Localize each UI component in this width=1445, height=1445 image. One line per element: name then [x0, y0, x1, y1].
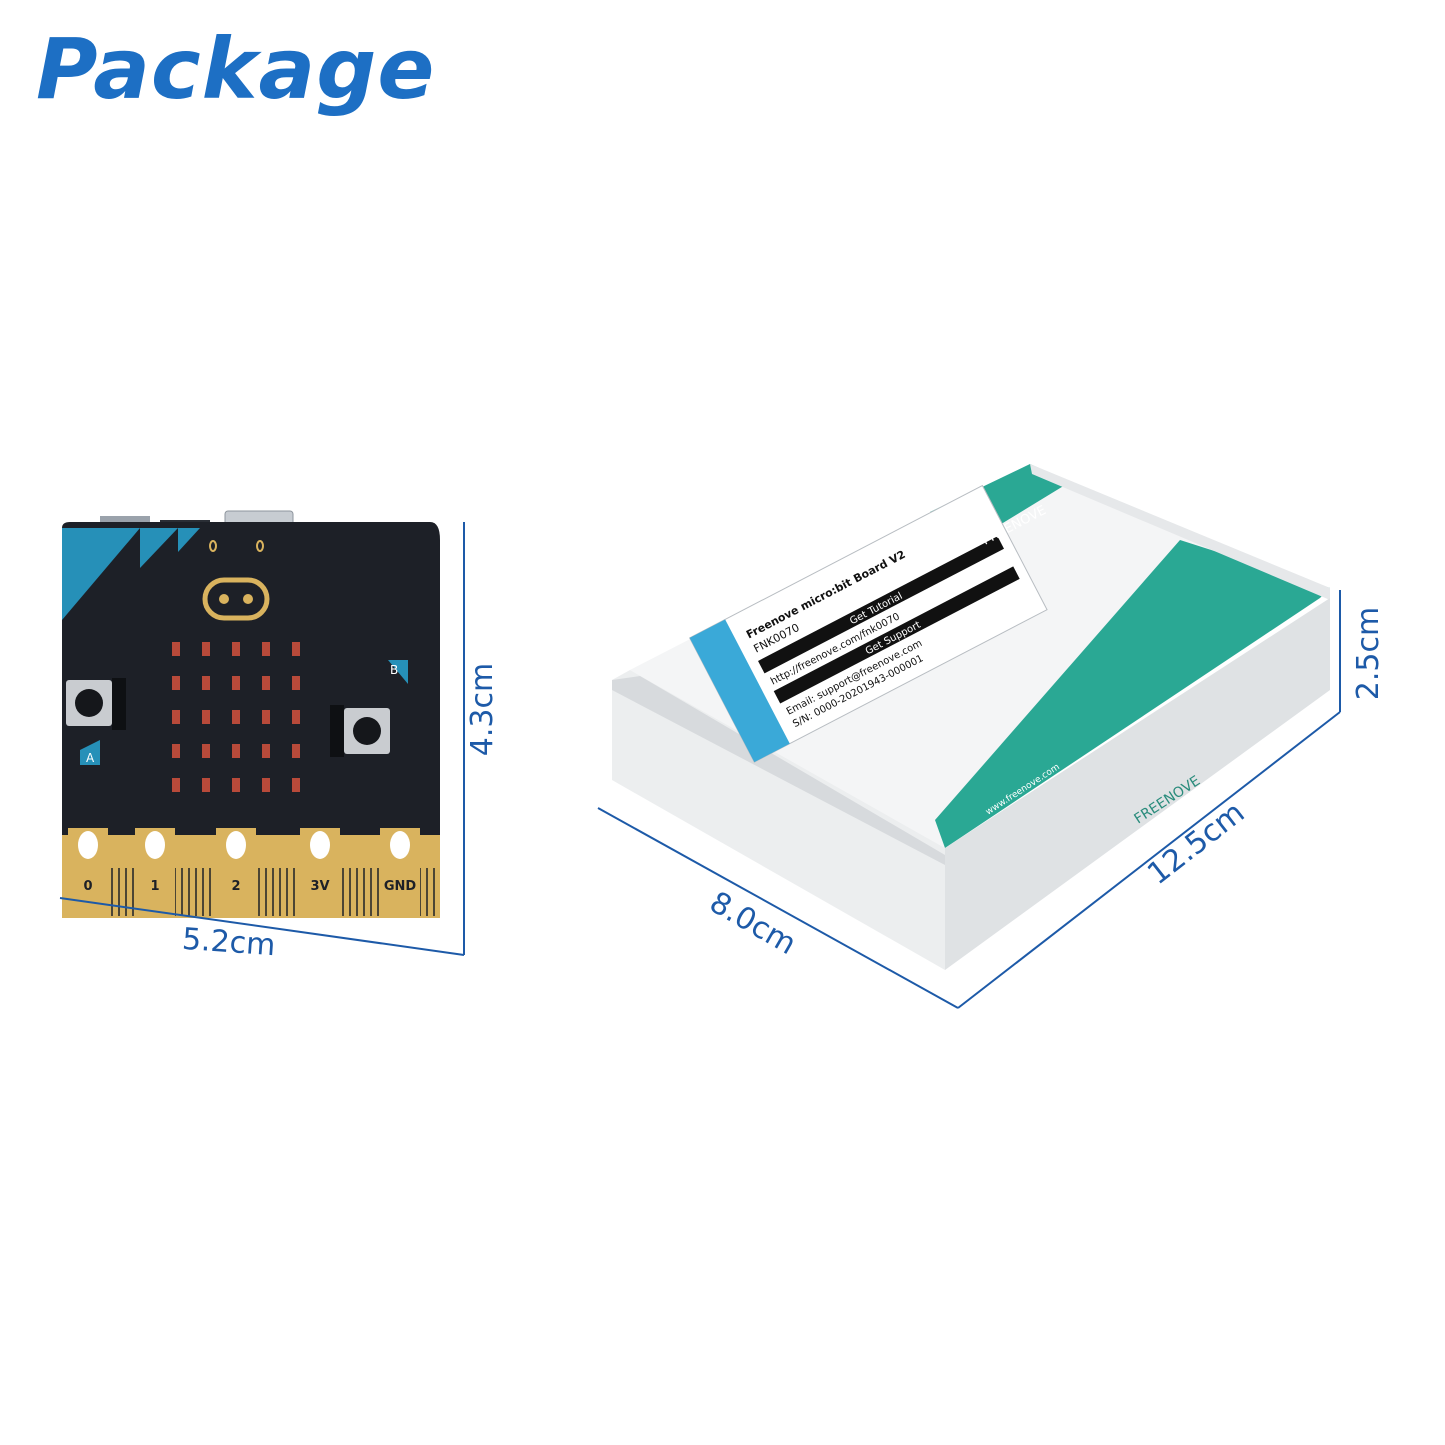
box-dimension-lines — [597, 590, 1341, 1009]
led — [292, 778, 300, 792]
pin-hole — [78, 831, 98, 859]
pin-label: 3V — [310, 879, 329, 894]
button-b-label: B — [390, 663, 398, 677]
pin-hole — [226, 831, 246, 859]
pin-label: 1 — [150, 879, 159, 894]
led — [262, 744, 270, 758]
led — [262, 676, 270, 690]
led — [172, 710, 180, 724]
led — [202, 642, 210, 656]
box-height-label: 2.5cm — [1351, 606, 1387, 701]
pin-hole — [390, 831, 410, 859]
pin-hole — [145, 831, 165, 859]
led — [232, 676, 240, 690]
led — [172, 778, 180, 792]
led — [292, 710, 300, 724]
led — [262, 642, 270, 656]
led — [202, 710, 210, 724]
led — [232, 642, 240, 656]
led — [202, 676, 210, 690]
led — [172, 642, 180, 656]
led — [262, 778, 270, 792]
led — [292, 642, 300, 656]
microbit-board: A B 0 1 2 3V GND — [62, 510, 440, 918]
led — [202, 778, 210, 792]
pin-label: 2 — [231, 879, 240, 894]
led-matrix — [172, 642, 300, 792]
board-height-label: 4.3cm — [465, 662, 501, 757]
led — [262, 710, 270, 724]
pin-label: GND — [384, 879, 417, 894]
led — [292, 744, 300, 758]
board-dimension-lines — [59, 522, 465, 956]
led — [172, 744, 180, 758]
button-a-label: A — [86, 751, 95, 765]
led — [202, 744, 210, 758]
board-width-label: 5.2cm — [180, 921, 277, 964]
led — [232, 710, 240, 724]
pin-label: 0 — [83, 879, 92, 894]
led — [292, 676, 300, 690]
package-box: Freenove micro:bit Board V2 FNK0070 Get … — [612, 464, 1330, 970]
button-a[interactable] — [66, 678, 126, 730]
led — [232, 778, 240, 792]
led — [172, 676, 180, 690]
button-b[interactable] — [330, 705, 390, 757]
led — [232, 744, 240, 758]
page-title: Package — [36, 20, 436, 118]
pin-hole — [310, 831, 330, 859]
